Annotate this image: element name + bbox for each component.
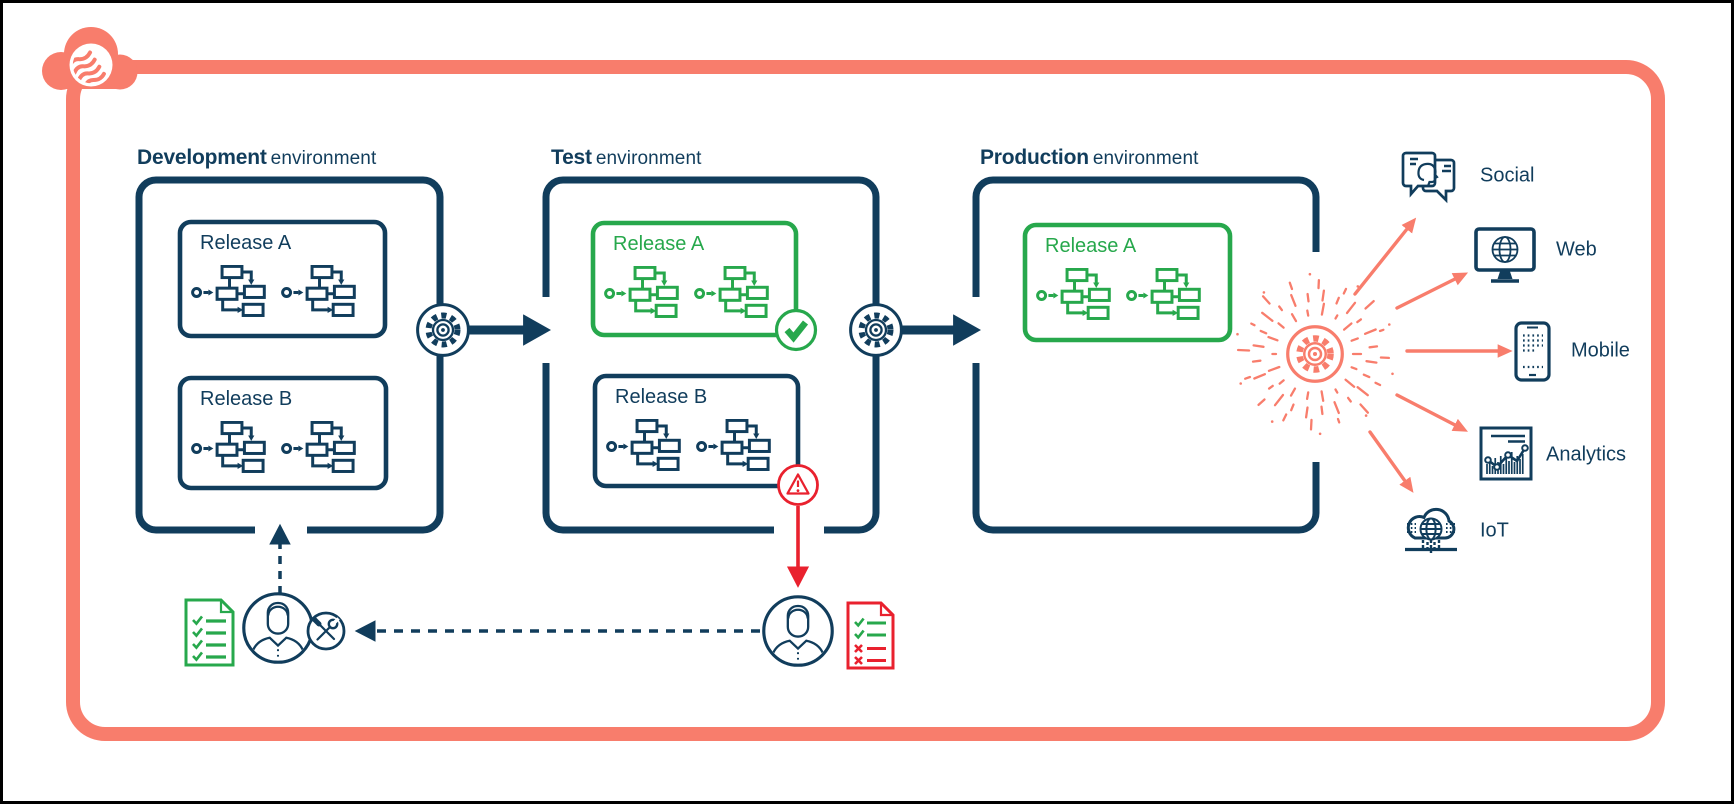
env-name: Production <box>980 146 1089 169</box>
env-name: Development <box>137 146 267 169</box>
channel-label-social: Social <box>1480 164 1535 187</box>
prod-release-a-label: Release A <box>1045 235 1137 257</box>
warning-badge <box>777 464 819 506</box>
test-release-b-label: Release B <box>615 386 708 408</box>
burst-rays <box>1236 272 1394 436</box>
arrow-to-web <box>1395 272 1469 310</box>
arrow-to-social <box>1353 217 1417 296</box>
coral-frame <box>66 60 1665 741</box>
env-type-label: environment <box>1092 148 1199 169</box>
channel-label-mobile: Mobile <box>1571 339 1630 362</box>
test-release-a-label: Release A <box>613 233 705 255</box>
social-chat-icon <box>1401 151 1456 204</box>
promotion-flow <box>418 305 981 356</box>
gear-icon <box>851 305 902 356</box>
check-badge <box>774 308 818 352</box>
gear-icon <box>1288 327 1343 382</box>
env-name: Test <box>551 146 592 169</box>
gear-icon <box>418 305 469 356</box>
tools-badge <box>306 611 346 651</box>
env-type-label: environment <box>595 148 702 169</box>
arrow-to-analytics <box>1395 393 1468 432</box>
cloud-logo-icon <box>42 27 138 90</box>
channel-label-analytics: Analytics <box>1546 443 1627 466</box>
env-type-label: environment <box>270 148 377 169</box>
pipeline-diagram <box>42 27 1665 741</box>
dev-release-a-label: Release A <box>200 232 292 254</box>
iot-cloud-icon <box>1405 507 1457 555</box>
channel-label-web: Web <box>1556 238 1597 261</box>
checklist-mixed-icon <box>846 601 895 670</box>
checklist-pass-icon <box>184 598 235 667</box>
tester-avatar <box>764 597 832 666</box>
distribution-arrows <box>1353 217 1513 493</box>
developer-avatar <box>244 594 312 663</box>
dev-release-b-label: Release B <box>200 388 293 410</box>
release-burst-gear <box>1236 272 1394 436</box>
mobile-phone-icon <box>1514 321 1551 382</box>
web-monitor-icon <box>1474 227 1536 283</box>
arrow-to-iot <box>1368 430 1414 493</box>
channel-label-iot: IoT <box>1480 519 1509 542</box>
analytics-chart-icon <box>1479 426 1533 481</box>
